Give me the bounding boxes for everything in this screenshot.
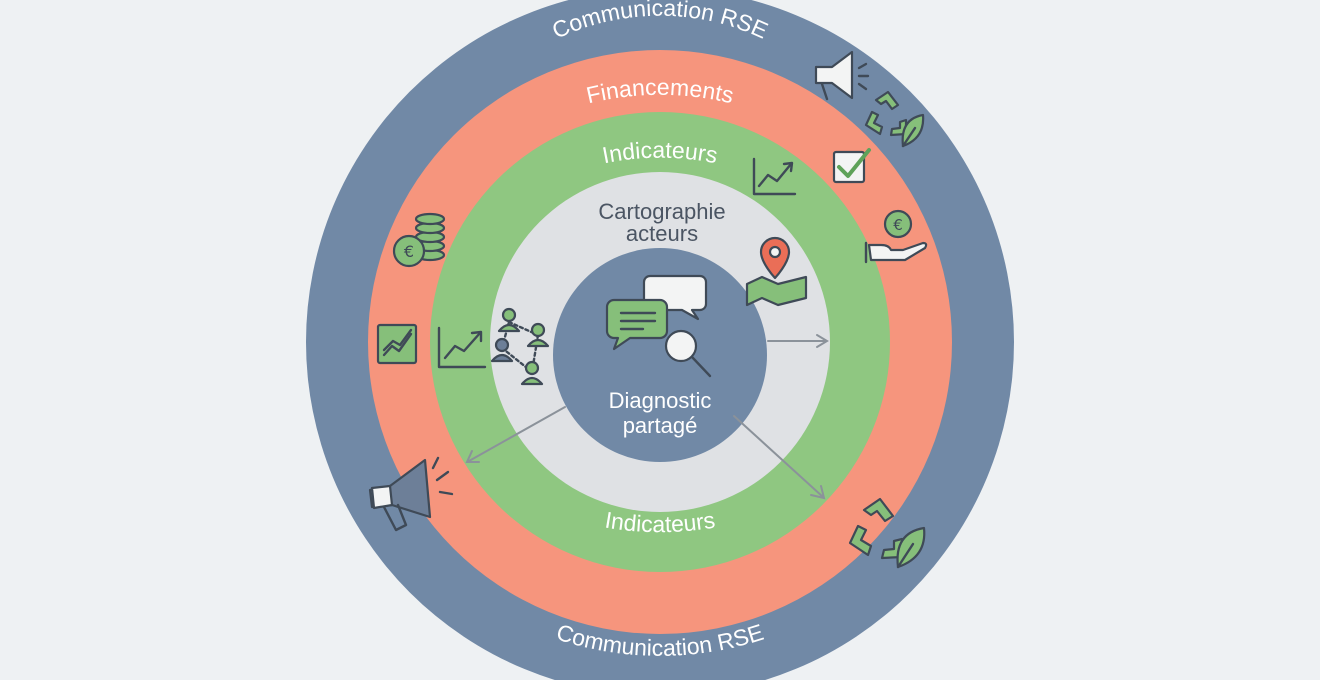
- center-label-line2: partagé: [623, 413, 698, 438]
- ring-label-cartographie-line1: Cartographie: [598, 199, 725, 224]
- coins-euro-icon: €: [392, 212, 446, 268]
- map-pin-icon: [745, 236, 808, 307]
- center-label-line1: Diagnostic: [609, 388, 712, 413]
- line-chart-icon: [752, 157, 797, 196]
- recycle-leaf-icon: [864, 90, 925, 148]
- euro-hand-icon: €: [864, 209, 928, 264]
- megaphone-icon: [368, 456, 454, 532]
- arrow-lower-left: [465, 406, 566, 463]
- network-people-icon: [490, 307, 550, 386]
- chart-board-icon: [376, 323, 418, 365]
- ring-label-indicateurs-bottom: Indicateurs: [603, 507, 717, 538]
- magnifier-icon: [664, 329, 712, 378]
- ring-label-cartographie-line2: acteurs: [626, 221, 698, 246]
- checkbox-icon: [832, 148, 871, 184]
- svg-text:€: €: [893, 216, 903, 234]
- recycle-leaf-icon: [848, 497, 926, 569]
- speech-bubbles-icon: [605, 274, 708, 351]
- line-chart-icon: [437, 326, 487, 369]
- ring-diagnostic-center: [553, 248, 767, 462]
- arrow-lower-right: [733, 415, 826, 500]
- svg-text:€: €: [404, 242, 414, 261]
- megaphone-icon: [814, 50, 870, 101]
- arrow-right: [767, 334, 829, 348]
